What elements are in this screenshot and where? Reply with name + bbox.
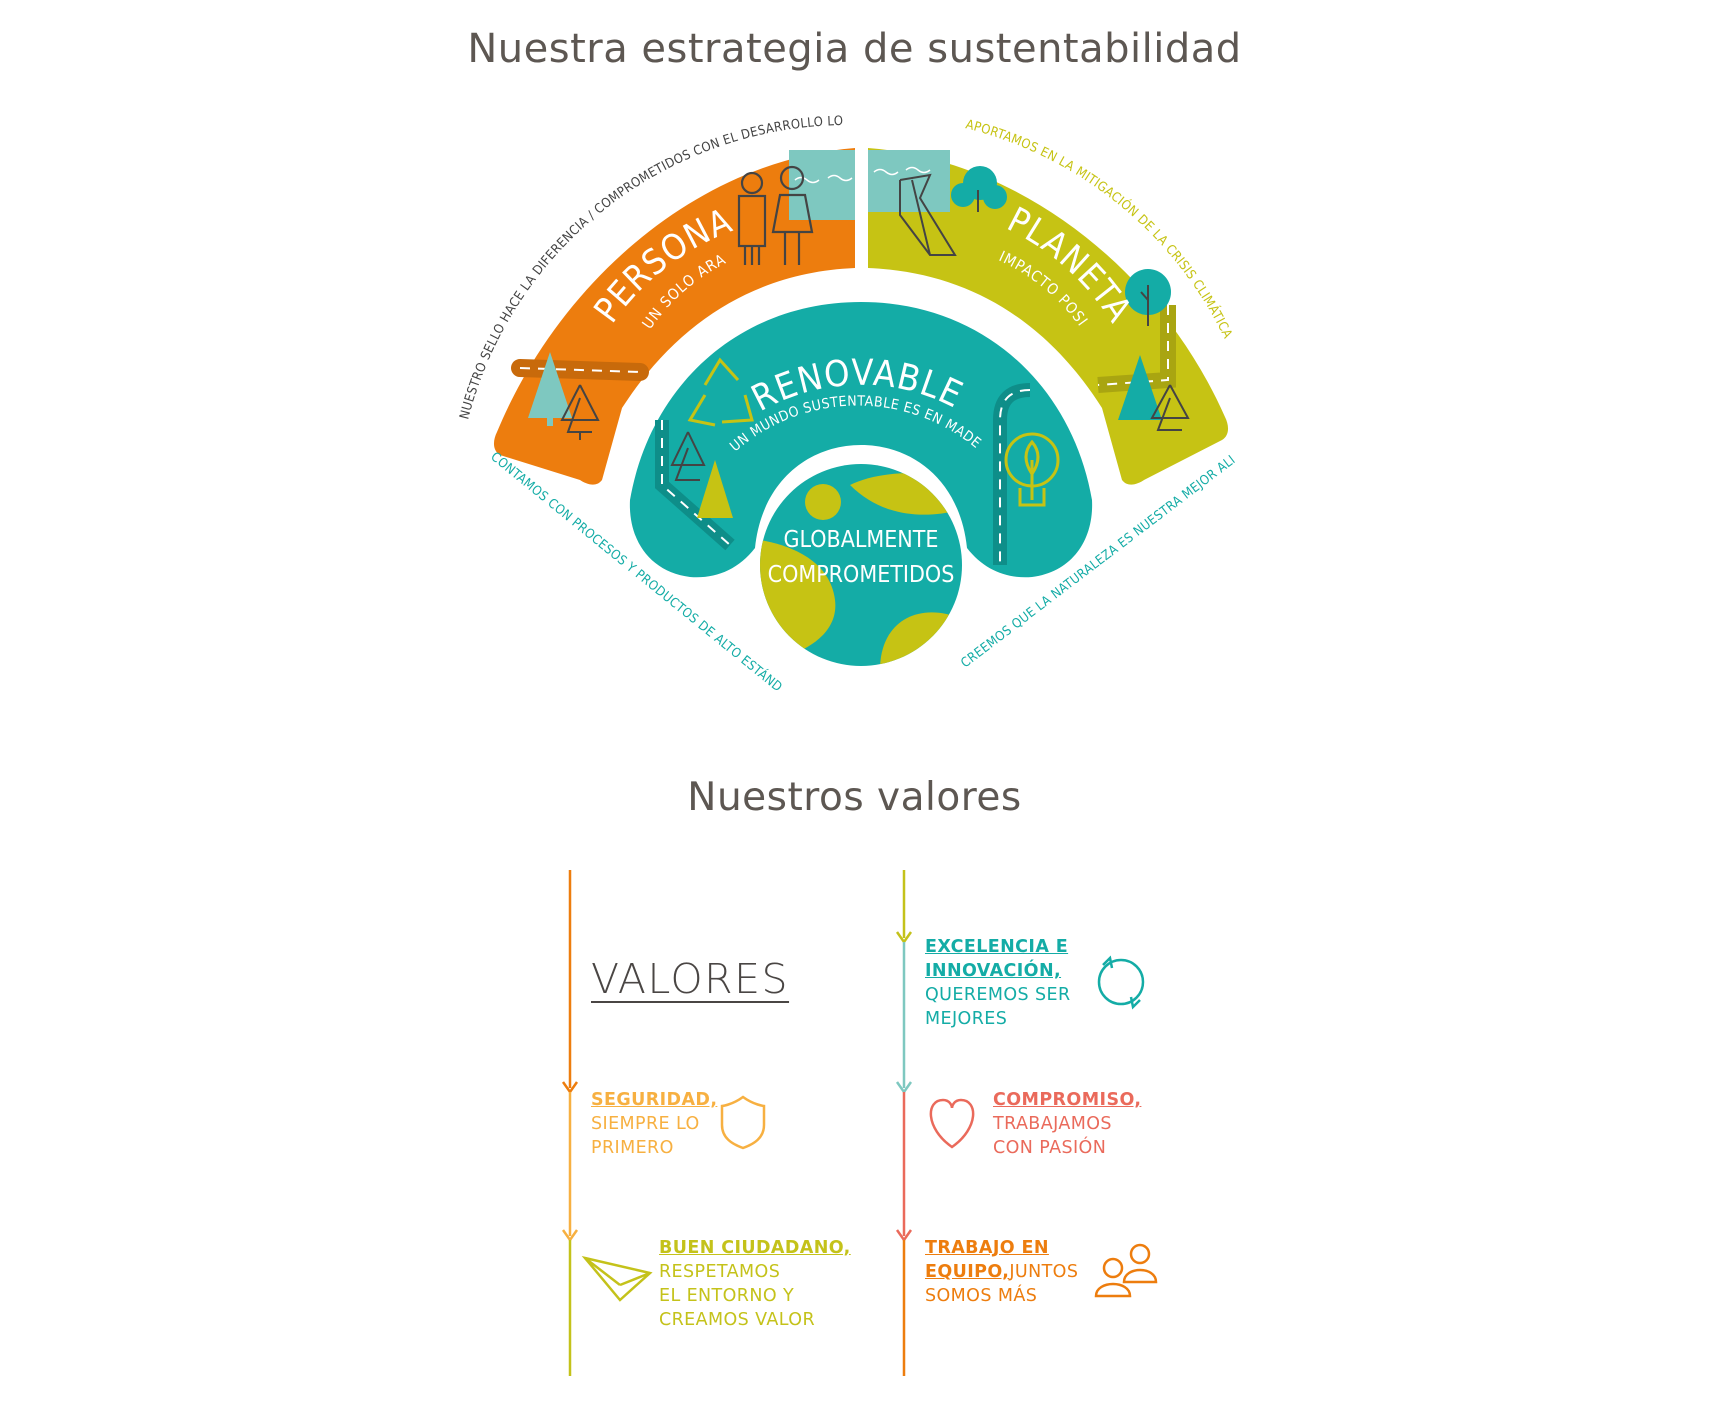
value-heading-line2: EQUIPO, bbox=[925, 1262, 1010, 1282]
heart-icon bbox=[929, 1098, 975, 1149]
value-excelencia: EXCELENCIA E INNOVACIÓN, QUEREMOS SER ME… bbox=[925, 935, 1071, 1031]
lightbulb-leaf-icon bbox=[1004, 432, 1060, 507]
pine-tree-icon bbox=[697, 460, 733, 518]
value-body-line: PRIMERO bbox=[591, 1138, 674, 1158]
value-compromiso: COMPROMISO, TRABAJAMOS CON PASIÓN bbox=[993, 1088, 1141, 1160]
round-tree-icon bbox=[1125, 269, 1171, 326]
people-icon bbox=[737, 165, 814, 265]
value-trabajo-equipo: TRABAJO EN EQUIPO,JUNTOS SOMOS MÁS bbox=[925, 1236, 1078, 1308]
value-seguridad: SEGURIDAD, SIEMPRE LO PRIMERO bbox=[591, 1088, 717, 1160]
value-body-line: SIEMPRE LO bbox=[591, 1114, 700, 1134]
value-heading: BUEN CIUDADANO, bbox=[659, 1238, 851, 1258]
center-line2: COMPROMETIDOS bbox=[768, 562, 955, 588]
svg-text:PERSONAS: PERSONAS bbox=[0, 0, 738, 330]
paper-plane-icon bbox=[581, 1255, 653, 1302]
value-body-line: CON PASIÓN bbox=[993, 1138, 1107, 1158]
value-heading-row: EQUIPO,JUNTOS bbox=[925, 1260, 1078, 1284]
pine-tree-icon bbox=[1118, 355, 1162, 420]
value-heading: SEGURIDAD, bbox=[591, 1090, 718, 1110]
pine-tree-outline-icon bbox=[1150, 384, 1190, 431]
value-body-line: EL ENTORNO Y bbox=[659, 1286, 795, 1306]
team-icon bbox=[1094, 1243, 1158, 1298]
value-heading: EXCELENCIA E bbox=[925, 937, 1069, 957]
value-body-line: CREAMOS VALOR bbox=[659, 1310, 816, 1330]
pine-tree-outline-icon bbox=[670, 431, 706, 481]
value-heading: TRABAJO EN bbox=[925, 1238, 1049, 1258]
value-body-line: MEJORES bbox=[925, 1009, 1008, 1029]
center-line1: GLOBALMENTE bbox=[783, 527, 938, 553]
personas-title: PERSONAS bbox=[0, 0, 737, 330]
value-body-line: TRABAJAMOS bbox=[993, 1114, 1112, 1134]
value-heading-line2: INNOVACIÓN, bbox=[925, 961, 1062, 981]
values-title: Nuestros valores bbox=[687, 775, 1022, 820]
value-body-line: RESPETAMOS bbox=[659, 1262, 781, 1282]
value-heading: COMPROMISO, bbox=[993, 1090, 1142, 1110]
values-timeline-right bbox=[895, 870, 913, 1376]
values-timeline-left bbox=[561, 870, 579, 1376]
pine-tree-icon bbox=[528, 352, 572, 426]
globe-center: GLOBALMENTE COMPROMETIDOS bbox=[760, 464, 962, 666]
cycle-icon bbox=[1097, 955, 1145, 1010]
recycle-icon bbox=[687, 357, 754, 427]
value-inline-text: JUNTOS bbox=[1009, 1262, 1079, 1282]
strategy-title: Nuestra estrategia de sustentabilidad bbox=[467, 26, 1242, 72]
value-body-line: QUEREMOS SER bbox=[925, 985, 1071, 1005]
bird-icon bbox=[899, 173, 957, 256]
valores-label: VALORES bbox=[591, 955, 790, 1003]
value-body-line: SOMOS MÁS bbox=[925, 1286, 1038, 1306]
shield-icon bbox=[720, 1095, 766, 1150]
tree-icon bbox=[951, 166, 1007, 212]
pine-tree-outline-icon bbox=[560, 384, 600, 440]
value-buen-ciudadano: BUEN CIUDADANO, RESPETAMOS EL ENTORNO Y … bbox=[659, 1236, 851, 1332]
